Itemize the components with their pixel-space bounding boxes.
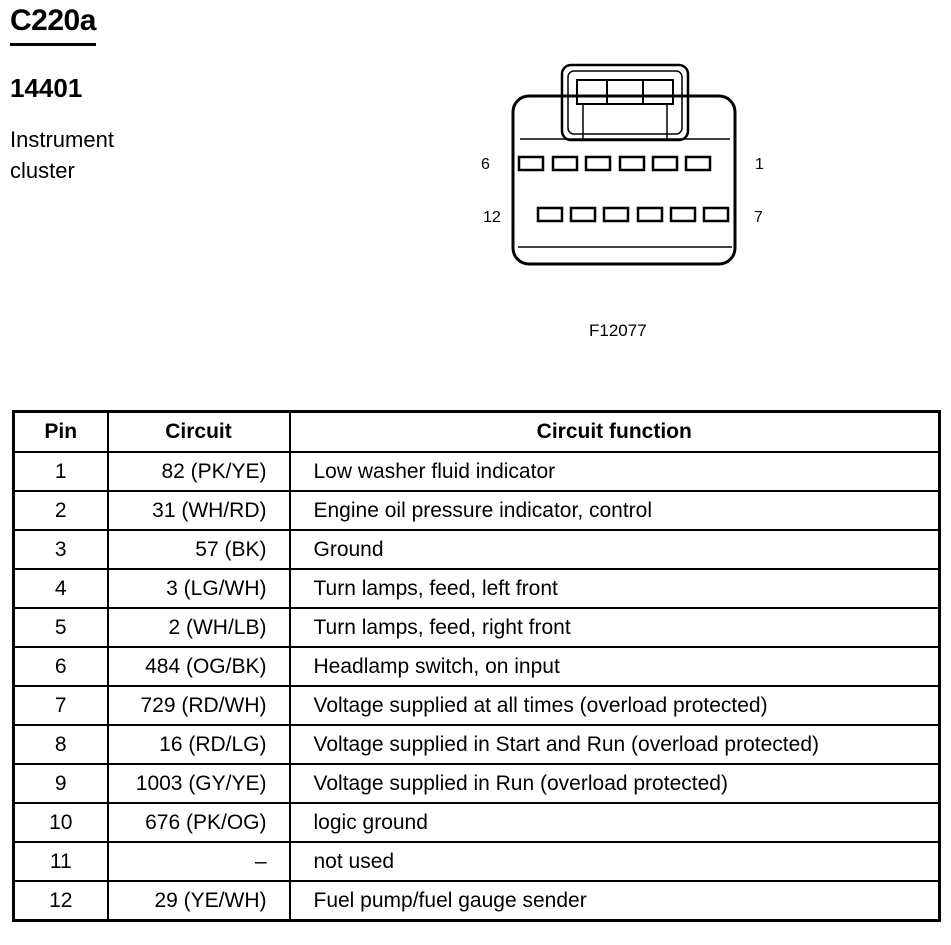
function-cell: Turn lamps, feed, left front — [288, 568, 941, 609]
pin-cell: 8 — [12, 724, 109, 765]
circuit-cell: 729 (RD/WH) — [106, 685, 291, 726]
pin-label-bottom-right: 7 — [754, 209, 763, 226]
circuit-cell: 57 (BK) — [106, 529, 291, 570]
table-header-row: Pin Circuit Circuit function — [12, 410, 941, 453]
cavity-7 — [702, 206, 730, 223]
figure-code: F12077 — [589, 321, 647, 340]
table-row: 7 729 (RD/WH) Voltage supplied at all ti… — [12, 685, 941, 726]
description-line: Instrument — [10, 127, 114, 152]
pin-cell: 12 — [12, 880, 109, 922]
table-row: 12 29 (YE/WH) Fuel pump/fuel gauge sende… — [12, 880, 941, 922]
pin-cell: 7 — [12, 685, 109, 726]
header-circuit-function: Circuit function — [288, 410, 941, 453]
cavity-row-top — [517, 155, 712, 172]
pin-cell: 6 — [12, 646, 109, 687]
pin-cell: 2 — [12, 490, 109, 531]
circuit-cell: 31 (WH/RD) — [106, 490, 291, 531]
circuit-cell: 1003 (GY/YE) — [106, 763, 291, 804]
table-row: 5 2 (WH/LB) Turn lamps, feed, right fron… — [12, 607, 941, 648]
pin-cell: 9 — [12, 763, 109, 804]
description-line: cluster — [10, 158, 75, 183]
connector-body — [511, 94, 737, 266]
header-circuit: Circuit — [106, 410, 291, 453]
cavity-3 — [618, 155, 646, 172]
connector-id: C220a — [10, 2, 96, 46]
cavity-8 — [669, 206, 697, 223]
function-cell: Low washer fluid indicator — [288, 451, 941, 492]
pin-cell: 5 — [12, 607, 109, 648]
cavity-5 — [551, 155, 579, 172]
function-cell: Engine oil pressure indicator, control — [288, 490, 941, 531]
pin-table: Pin Circuit Circuit function 1 82 (PK/YE… — [12, 410, 941, 922]
circuit-cell: – — [106, 841, 291, 882]
cavity-4 — [584, 155, 612, 172]
circuit-cell: 484 (OG/BK) — [106, 646, 291, 687]
table-row: 8 16 (RD/LG) Voltage supplied in Start a… — [12, 724, 941, 765]
function-cell: logic ground — [288, 802, 941, 843]
function-cell: Headlamp switch, on input — [288, 646, 941, 687]
cavity-1 — [684, 155, 712, 172]
function-cell: Turn lamps, feed, right front — [288, 607, 941, 648]
pin-label-top-left: 6 — [481, 156, 490, 173]
table-row: 3 57 (BK) Ground — [12, 529, 941, 570]
connector-face-diagram — [511, 63, 737, 266]
pin-cell: 11 — [12, 841, 109, 882]
circuit-cell: 2 (WH/LB) — [106, 607, 291, 648]
circuit-cell: 676 (PK/OG) — [106, 802, 291, 843]
pin-cell: 1 — [12, 451, 109, 492]
function-cell: Voltage supplied in Start and Run (overl… — [288, 724, 941, 765]
locking-tab — [560, 63, 690, 142]
part-number: 14401 — [10, 73, 83, 103]
table-row: 9 1003 (GY/YE) Voltage supplied in Run (… — [12, 763, 941, 804]
table-row: 6 484 (OG/BK) Headlamp switch, on input — [12, 646, 941, 687]
pin-cell: 4 — [12, 568, 109, 609]
function-cell: Fuel pump/fuel gauge sender — [288, 880, 941, 922]
circuit-cell: 82 (PK/YE) — [106, 451, 291, 492]
header-pin: Pin — [12, 410, 109, 453]
circuit-cell: 3 (LG/WH) — [106, 568, 291, 609]
table-row: 1 82 (PK/YE) Low washer fluid indicator — [12, 451, 941, 492]
cavity-row-bottom — [536, 206, 730, 223]
circuit-cell: 16 (RD/LG) — [106, 724, 291, 765]
table-row: 11 – not used — [12, 841, 941, 882]
cavity-12 — [536, 206, 564, 223]
function-cell: not used — [288, 841, 941, 882]
pin-label-bottom-left: 12 — [483, 209, 501, 226]
cavity-2 — [651, 155, 679, 172]
table-row: 4 3 (LG/WH) Turn lamps, feed, left front — [12, 568, 941, 609]
cavity-6 — [517, 155, 545, 172]
function-cell: Voltage supplied at all times (overload … — [288, 685, 941, 726]
table-row: 10 676 (PK/OG) logic ground — [12, 802, 941, 843]
pin-cell: 3 — [12, 529, 109, 570]
cavity-11 — [569, 206, 597, 223]
function-cell: Ground — [288, 529, 941, 570]
function-cell: Voltage supplied in Run (overload protec… — [288, 763, 941, 804]
table-row: 2 31 (WH/RD) Engine oil pressure indicat… — [12, 490, 941, 531]
pin-label-top-right: 1 — [755, 156, 764, 173]
component-description: Instrument cluster — [10, 124, 114, 186]
cavity-9 — [636, 206, 664, 223]
pin-cell: 10 — [12, 802, 109, 843]
cavity-10 — [602, 206, 630, 223]
circuit-cell: 29 (YE/WH) — [106, 880, 291, 922]
